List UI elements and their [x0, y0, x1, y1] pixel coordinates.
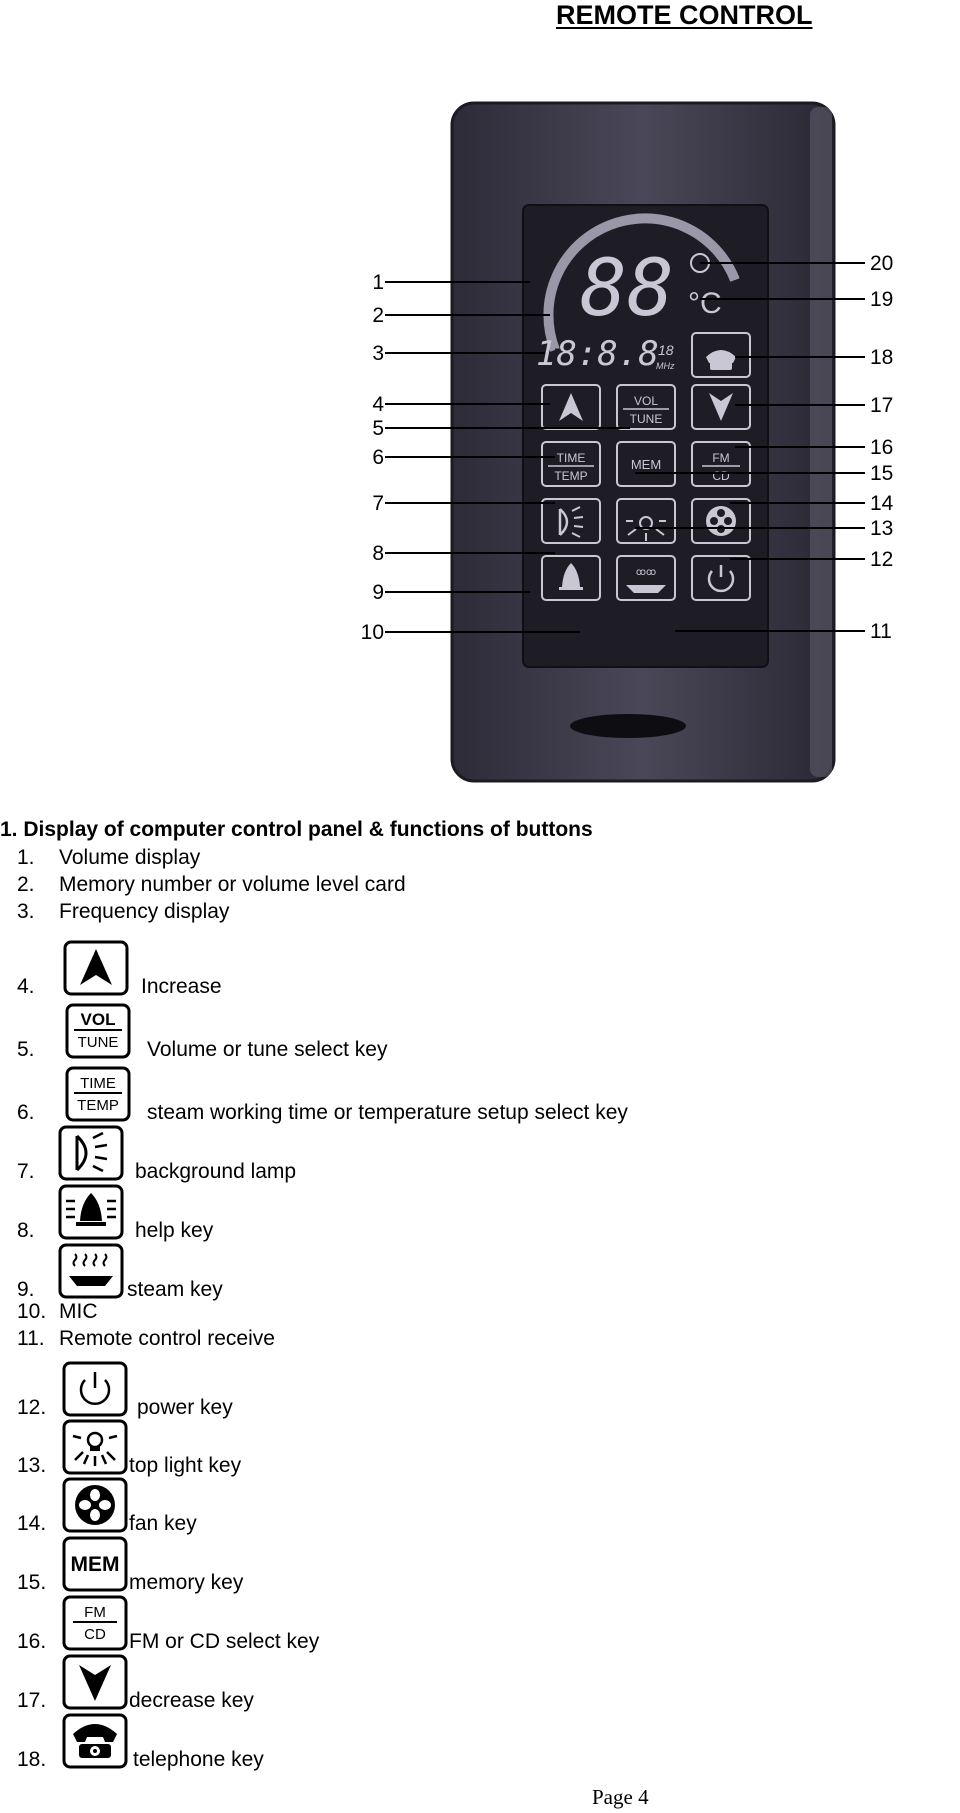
- svg-text:14: 14: [870, 492, 894, 515]
- svg-text:3: 3: [372, 342, 384, 365]
- svg-text:VOL: VOL: [81, 1010, 116, 1029]
- display-screen: [522, 204, 769, 668]
- list-item: 8. help key: [17, 1184, 917, 1245]
- svg-text:13: 13: [870, 517, 893, 540]
- svg-text:20: 20: [870, 252, 893, 275]
- telephone-icon: [62, 1713, 128, 1769]
- down-arrow-icon: [62, 1654, 128, 1710]
- control-panel-diagram: 88 °C 18:8.8 18 MHz VOL TUNE TIME TEMP M…: [340, 95, 900, 795]
- svg-text:2: 2: [372, 304, 384, 327]
- time-temp-icon: TIME TEMP: [65, 1066, 131, 1122]
- svg-text:16: 16: [870, 436, 893, 459]
- background-lamp-icon: [58, 1125, 124, 1181]
- svg-text:TIME: TIME: [557, 451, 586, 465]
- svg-text:7: 7: [372, 492, 384, 515]
- list-item: 18. telephone key: [17, 1713, 917, 1774]
- steam-icon: [58, 1243, 124, 1299]
- svg-text:5: 5: [372, 417, 384, 440]
- svg-text:8: 8: [372, 542, 384, 565]
- volume-arc: [543, 213, 740, 352]
- list-item: 15. MEM memory key: [17, 1536, 917, 1597]
- list-item: 17. decrease key: [17, 1654, 917, 1715]
- svg-text:17: 17: [870, 394, 893, 417]
- freq-small: 18: [658, 342, 674, 358]
- up-arrow-icon: [63, 940, 129, 996]
- svg-text:FM: FM: [712, 451, 729, 465]
- svg-text:TUNE: TUNE: [78, 1034, 119, 1051]
- power-icon: [62, 1361, 128, 1417]
- ir-receiver: [570, 714, 686, 738]
- list-item: 7. background lamp: [17, 1125, 917, 1186]
- svg-text:12: 12: [870, 548, 893, 571]
- svg-text:ꝏꝏ: ꝏꝏ: [636, 567, 656, 578]
- svg-text:11: 11: [870, 620, 892, 643]
- svg-text:MEM: MEM: [71, 1553, 120, 1576]
- svg-text:VOL: VOL: [634, 394, 658, 408]
- list-item: 9. steam key: [17, 1243, 917, 1304]
- svg-text:4: 4: [372, 393, 384, 416]
- list-item: 12. power key: [17, 1361, 917, 1422]
- temp-digits: 88: [580, 244, 674, 334]
- svg-text:1: 1: [372, 271, 384, 294]
- svg-text:TEMP: TEMP: [77, 1097, 119, 1114]
- top-light-icon: [62, 1419, 128, 1475]
- page-number: Page 4: [592, 1785, 649, 1809]
- freq-unit: MHz: [656, 361, 675, 371]
- temp-unit: °C: [688, 287, 722, 320]
- svg-text:TEMP: TEMP: [554, 469, 587, 483]
- list-item: 14. fan key: [17, 1477, 917, 1538]
- svg-text:MEM: MEM: [631, 457, 661, 472]
- list-item: 4. Increase: [17, 940, 917, 1001]
- help-bell-icon: [58, 1184, 124, 1240]
- fan-icon: [62, 1477, 128, 1533]
- vol-tune-icon: VOL TUNE: [65, 1003, 131, 1059]
- list-item: 16. FM CD FM or CD select key: [17, 1595, 917, 1656]
- svg-text:18: 18: [870, 346, 893, 369]
- svg-text:6: 6: [372, 446, 384, 469]
- list-item: 5. VOL TUNE Volume or tune select key: [17, 1003, 917, 1064]
- svg-text:FM: FM: [84, 1604, 106, 1621]
- list-item: 13. top light key: [17, 1419, 917, 1480]
- svg-text:TUNE: TUNE: [630, 412, 663, 426]
- svg-text:TIME: TIME: [80, 1075, 116, 1092]
- svg-text:19: 19: [870, 288, 893, 311]
- svg-text:9: 9: [372, 581, 384, 604]
- svg-text:10: 10: [361, 621, 384, 644]
- page-title: REMOTE CONTROL: [556, 0, 813, 30]
- svg-text:CD: CD: [712, 469, 730, 483]
- fm-cd-icon: FM CD: [62, 1595, 128, 1651]
- svg-text:15: 15: [870, 462, 893, 485]
- freq-digits: 18:8.8: [536, 334, 659, 374]
- section-heading: 1. Display of computer control panel & f…: [0, 818, 593, 841]
- list-item: 6. TIME TEMP steam working time or tempe…: [17, 1066, 917, 1127]
- svg-text:CD: CD: [84, 1626, 106, 1643]
- mem-icon: MEM: [62, 1536, 128, 1592]
